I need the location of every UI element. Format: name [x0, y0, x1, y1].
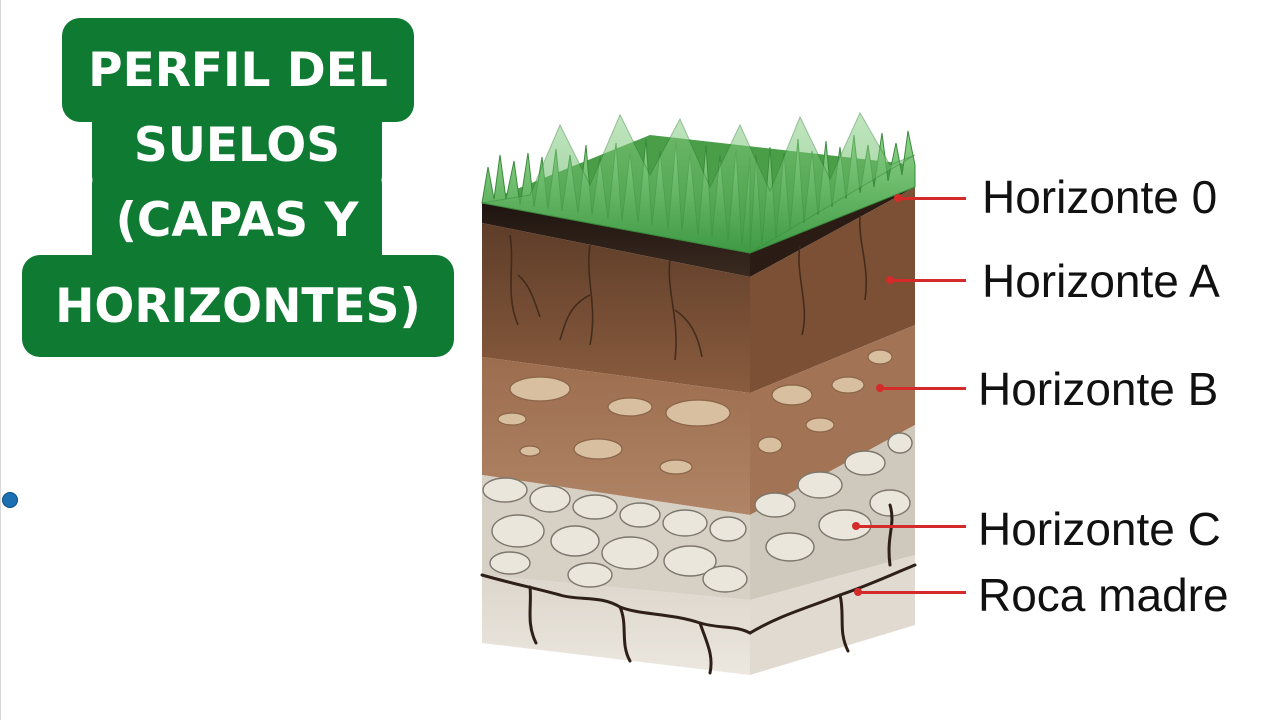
leader-line-o	[898, 197, 966, 200]
info-dot-icon[interactable]	[2, 492, 18, 508]
label-roca-madre: Roca madre	[978, 569, 1229, 621]
title-line-4: HORIZONTES)	[22, 255, 454, 357]
label-horizonte-0: Horizonte 0	[982, 171, 1218, 223]
horizon-a-front	[482, 223, 750, 393]
bedrock-front	[482, 575, 750, 675]
label-horizonte-c: Horizonte C	[978, 503, 1221, 555]
title-line-3: (CAPAS Y	[92, 170, 382, 270]
left-border	[0, 0, 1, 720]
leader-line-a	[890, 279, 966, 282]
label-horizonte-b: Horizonte B	[978, 363, 1219, 415]
label-horizonte-a: Horizonte A	[982, 255, 1220, 307]
soil-profile-illustration	[470, 95, 930, 695]
leader-line-roca	[858, 591, 966, 594]
leader-line-c	[856, 525, 966, 528]
leader-line-b	[880, 387, 966, 390]
horizon-o-front	[482, 203, 750, 277]
